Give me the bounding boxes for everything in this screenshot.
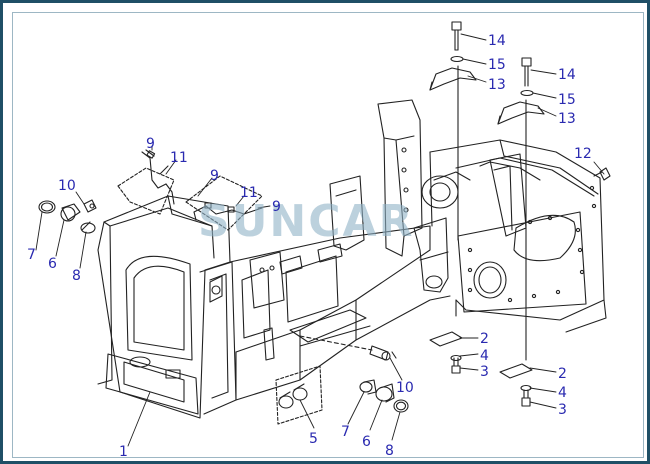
callout-13-upper-left: 13: [488, 77, 506, 93]
pad-assembly-lower-left: [429, 331, 463, 374]
callout-9-left: 9: [146, 136, 155, 152]
leader-lines: [35, 33, 605, 447]
callout-11-left: 11: [170, 150, 188, 166]
main-frame: [97, 99, 607, 419]
pad-assembly-lower-right: [499, 363, 533, 407]
watermark-text: SUNCAR: [198, 196, 414, 247]
callout-3-lower-left: 3: [480, 364, 489, 380]
callout-3-lower-right: 3: [558, 402, 567, 418]
callout-14-upper-left: 14: [488, 33, 506, 49]
clamp-assembly-upper-left: [429, 21, 477, 241]
callout-7-lower: 7: [341, 424, 350, 440]
bushing-set-lower: [275, 365, 409, 425]
callout-13-upper-right: 13: [558, 111, 576, 127]
callout-4-lower-right: 4: [558, 385, 567, 401]
callout-14-upper-right: 14: [558, 67, 576, 83]
callout-1: 1: [119, 444, 128, 460]
callout-10-left: 10: [58, 178, 76, 194]
callout-2-lower-right: 2: [558, 366, 567, 382]
callout-15-upper-right: 15: [558, 92, 576, 108]
diagram-panel: [12, 12, 644, 458]
callout-6-lower: 6: [362, 434, 371, 450]
callout-9-right: 9: [272, 199, 281, 215]
fitting-lower-center: [299, 335, 397, 361]
callout-10-lower: 10: [396, 380, 414, 396]
callout-labels: 14 15 13 14 15 13 12 9 11 9 11 9 10 7 6 …: [27, 33, 592, 460]
callout-8-lower: 8: [385, 443, 394, 459]
hose-assembly-right: [185, 175, 263, 231]
clamp-assembly-upper-right: [497, 57, 545, 361]
hose-assembly-left: [117, 149, 175, 215]
bushing-set-left: [38, 199, 97, 234]
callout-6-left: 6: [48, 256, 57, 272]
callout-9-middle: 9: [210, 168, 219, 184]
callout-15-upper-left: 15: [488, 57, 506, 73]
pin-right: [593, 167, 611, 181]
callout-12: 12: [574, 146, 592, 162]
callout-5: 5: [309, 431, 318, 447]
callout-4-lower-left: 4: [480, 348, 489, 364]
callout-11-right: 11: [240, 185, 258, 201]
callout-7-left: 7: [27, 247, 36, 263]
callout-8-left: 8: [72, 268, 81, 284]
callout-2-lower-left: 2: [480, 331, 489, 347]
